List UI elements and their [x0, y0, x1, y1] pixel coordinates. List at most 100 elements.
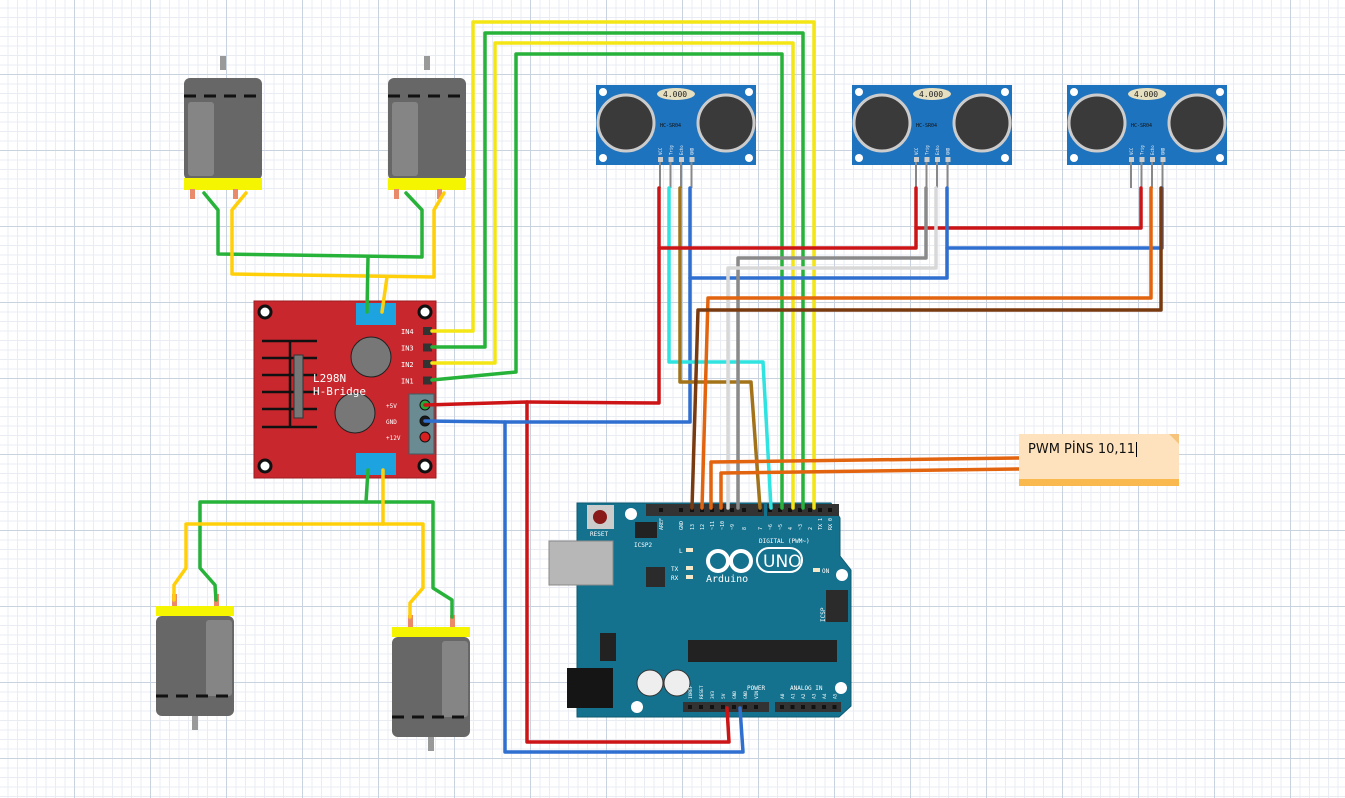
signal-wire[interactable]: [736, 186, 928, 510]
ground-wire[interactable]: [503, 186, 692, 424]
digital-pin[interactable]: [808, 508, 812, 512]
sensor-pin[interactable]: [668, 157, 674, 162]
motor-terminal[interactable]: [233, 189, 238, 199]
sensor-pin[interactable]: [935, 157, 940, 162]
sensor-pin[interactable]: [1150, 157, 1155, 162]
signal-wire[interactable]: [678, 186, 762, 510]
dc-motor[interactable]: [184, 56, 262, 199]
analog-pin[interactable]: [801, 705, 805, 709]
sensor-pin[interactable]: [1129, 157, 1134, 162]
digital-pin[interactable]: [828, 508, 832, 512]
sensor-pin[interactable]: [945, 157, 951, 162]
power-pin-label: VIN: [754, 691, 760, 699]
motor-wire[interactable]: [381, 522, 425, 619]
digital-pin[interactable]: [690, 508, 694, 512]
motor-terminal[interactable]: [394, 189, 399, 199]
power-pin[interactable]: [688, 705, 692, 709]
reset-button-cap[interactable]: [593, 510, 607, 524]
signal-wire[interactable]: [700, 186, 1153, 510]
power-pin[interactable]: [754, 705, 758, 709]
power-label: POWER: [747, 685, 765, 692]
hbridge-pin[interactable]: [423, 376, 432, 385]
motor-terminal[interactable]: [437, 189, 442, 199]
digital-pin[interactable]: [742, 508, 746, 512]
motor-wire[interactable]: [230, 191, 446, 279]
hbridge-pin[interactable]: [423, 360, 432, 368]
sensor-pin[interactable]: [1160, 157, 1166, 162]
digital-pin[interactable]: [788, 508, 792, 512]
analog-pin[interactable]: [790, 705, 795, 709]
motor-wire[interactable]: [202, 191, 424, 259]
analog-pin[interactable]: [811, 705, 816, 709]
pin-12v[interactable]: [419, 431, 431, 443]
power-wire[interactable]: [657, 186, 918, 250]
power-pin[interactable]: [721, 705, 725, 709]
note-text[interactable]: PWM PİNS 10,11: [1028, 442, 1138, 457]
digital-pin[interactable]: [730, 508, 734, 512]
sensor-pin[interactable]: [1139, 157, 1145, 162]
pwm-wire[interactable]: [709, 456, 1022, 510]
ground-wire[interactable]: [688, 186, 949, 280]
power-wire[interactable]: [423, 400, 731, 744]
power-pin[interactable]: [710, 705, 714, 709]
motor-wire[interactable]: [365, 255, 370, 314]
digital-pin[interactable]: [720, 508, 724, 512]
hbridge-pin[interactable]: [423, 343, 432, 352]
analog-pin[interactable]: [832, 705, 837, 709]
power-pin[interactable]: [743, 705, 747, 709]
sensor-pin[interactable]: [679, 157, 684, 162]
signal-wire[interactable]: [690, 186, 1163, 510]
digital-pin[interactable]: [659, 508, 663, 512]
signal-wire[interactable]: [726, 186, 938, 510]
signal-wire[interactable]: [430, 20, 816, 510]
power-wire[interactable]: [914, 186, 1143, 230]
sensor-pin[interactable]: [924, 157, 930, 162]
digital-pin[interactable]: [778, 508, 782, 512]
digital-pin[interactable]: [818, 508, 822, 512]
motor-wire[interactable]: [380, 275, 389, 314]
note-footer: [1019, 479, 1179, 486]
sensor-pin[interactable]: [914, 157, 919, 162]
digital-pin[interactable]: [710, 508, 714, 512]
motor-wire[interactable]: [172, 468, 385, 602]
dc-motor[interactable]: [156, 594, 234, 730]
motor-terminal[interactable]: [190, 189, 195, 199]
sensor-pin-label: Echo: [935, 145, 940, 155]
digital-pin[interactable]: [798, 508, 802, 512]
hbridge-pin[interactable]: [423, 327, 432, 335]
analog-pin-label: A5: [833, 693, 839, 699]
sticky-note[interactable]: PWM PİNS 10,11: [1019, 434, 1179, 486]
digital-pin[interactable]: [700, 508, 704, 512]
dc-motor[interactable]: [388, 56, 466, 199]
sensor-pin[interactable]: [689, 157, 695, 162]
signal-wire[interactable]: [430, 31, 805, 510]
digital-pin[interactable]: [768, 508, 772, 512]
power-pin[interactable]: [732, 705, 736, 709]
dc-motor[interactable]: [392, 615, 470, 751]
signal-wire[interactable]: [430, 41, 795, 510]
signal-wire[interactable]: [430, 52, 784, 510]
sensor-pin[interactable]: [658, 157, 663, 162]
arduino-uno[interactable]: RESET ICSP2 UNO Arduino DIGITAL (PWM~) A…: [548, 502, 852, 718]
digital-pin[interactable]: [758, 508, 762, 512]
power-wire[interactable]: [525, 186, 661, 405]
motor-wire[interactable]: [364, 500, 454, 619]
motor-wire[interactable]: [198, 468, 370, 602]
analog-pin[interactable]: [822, 705, 826, 709]
motor-terminal[interactable]: [408, 615, 413, 627]
motor-terminal[interactable]: [450, 615, 455, 627]
ground-wire[interactable]: [945, 186, 1164, 250]
analog-pin[interactable]: [780, 705, 784, 709]
ground-wire[interactable]: [423, 419, 745, 754]
power-pin[interactable]: [699, 705, 703, 709]
digital-pin[interactable]: [679, 508, 683, 512]
sensor-display: [657, 88, 695, 100]
pwm-wire[interactable]: [719, 467, 1022, 510]
sensor-model: HC-SR04: [916, 123, 937, 129]
signal-wire[interactable]: [667, 186, 773, 510]
